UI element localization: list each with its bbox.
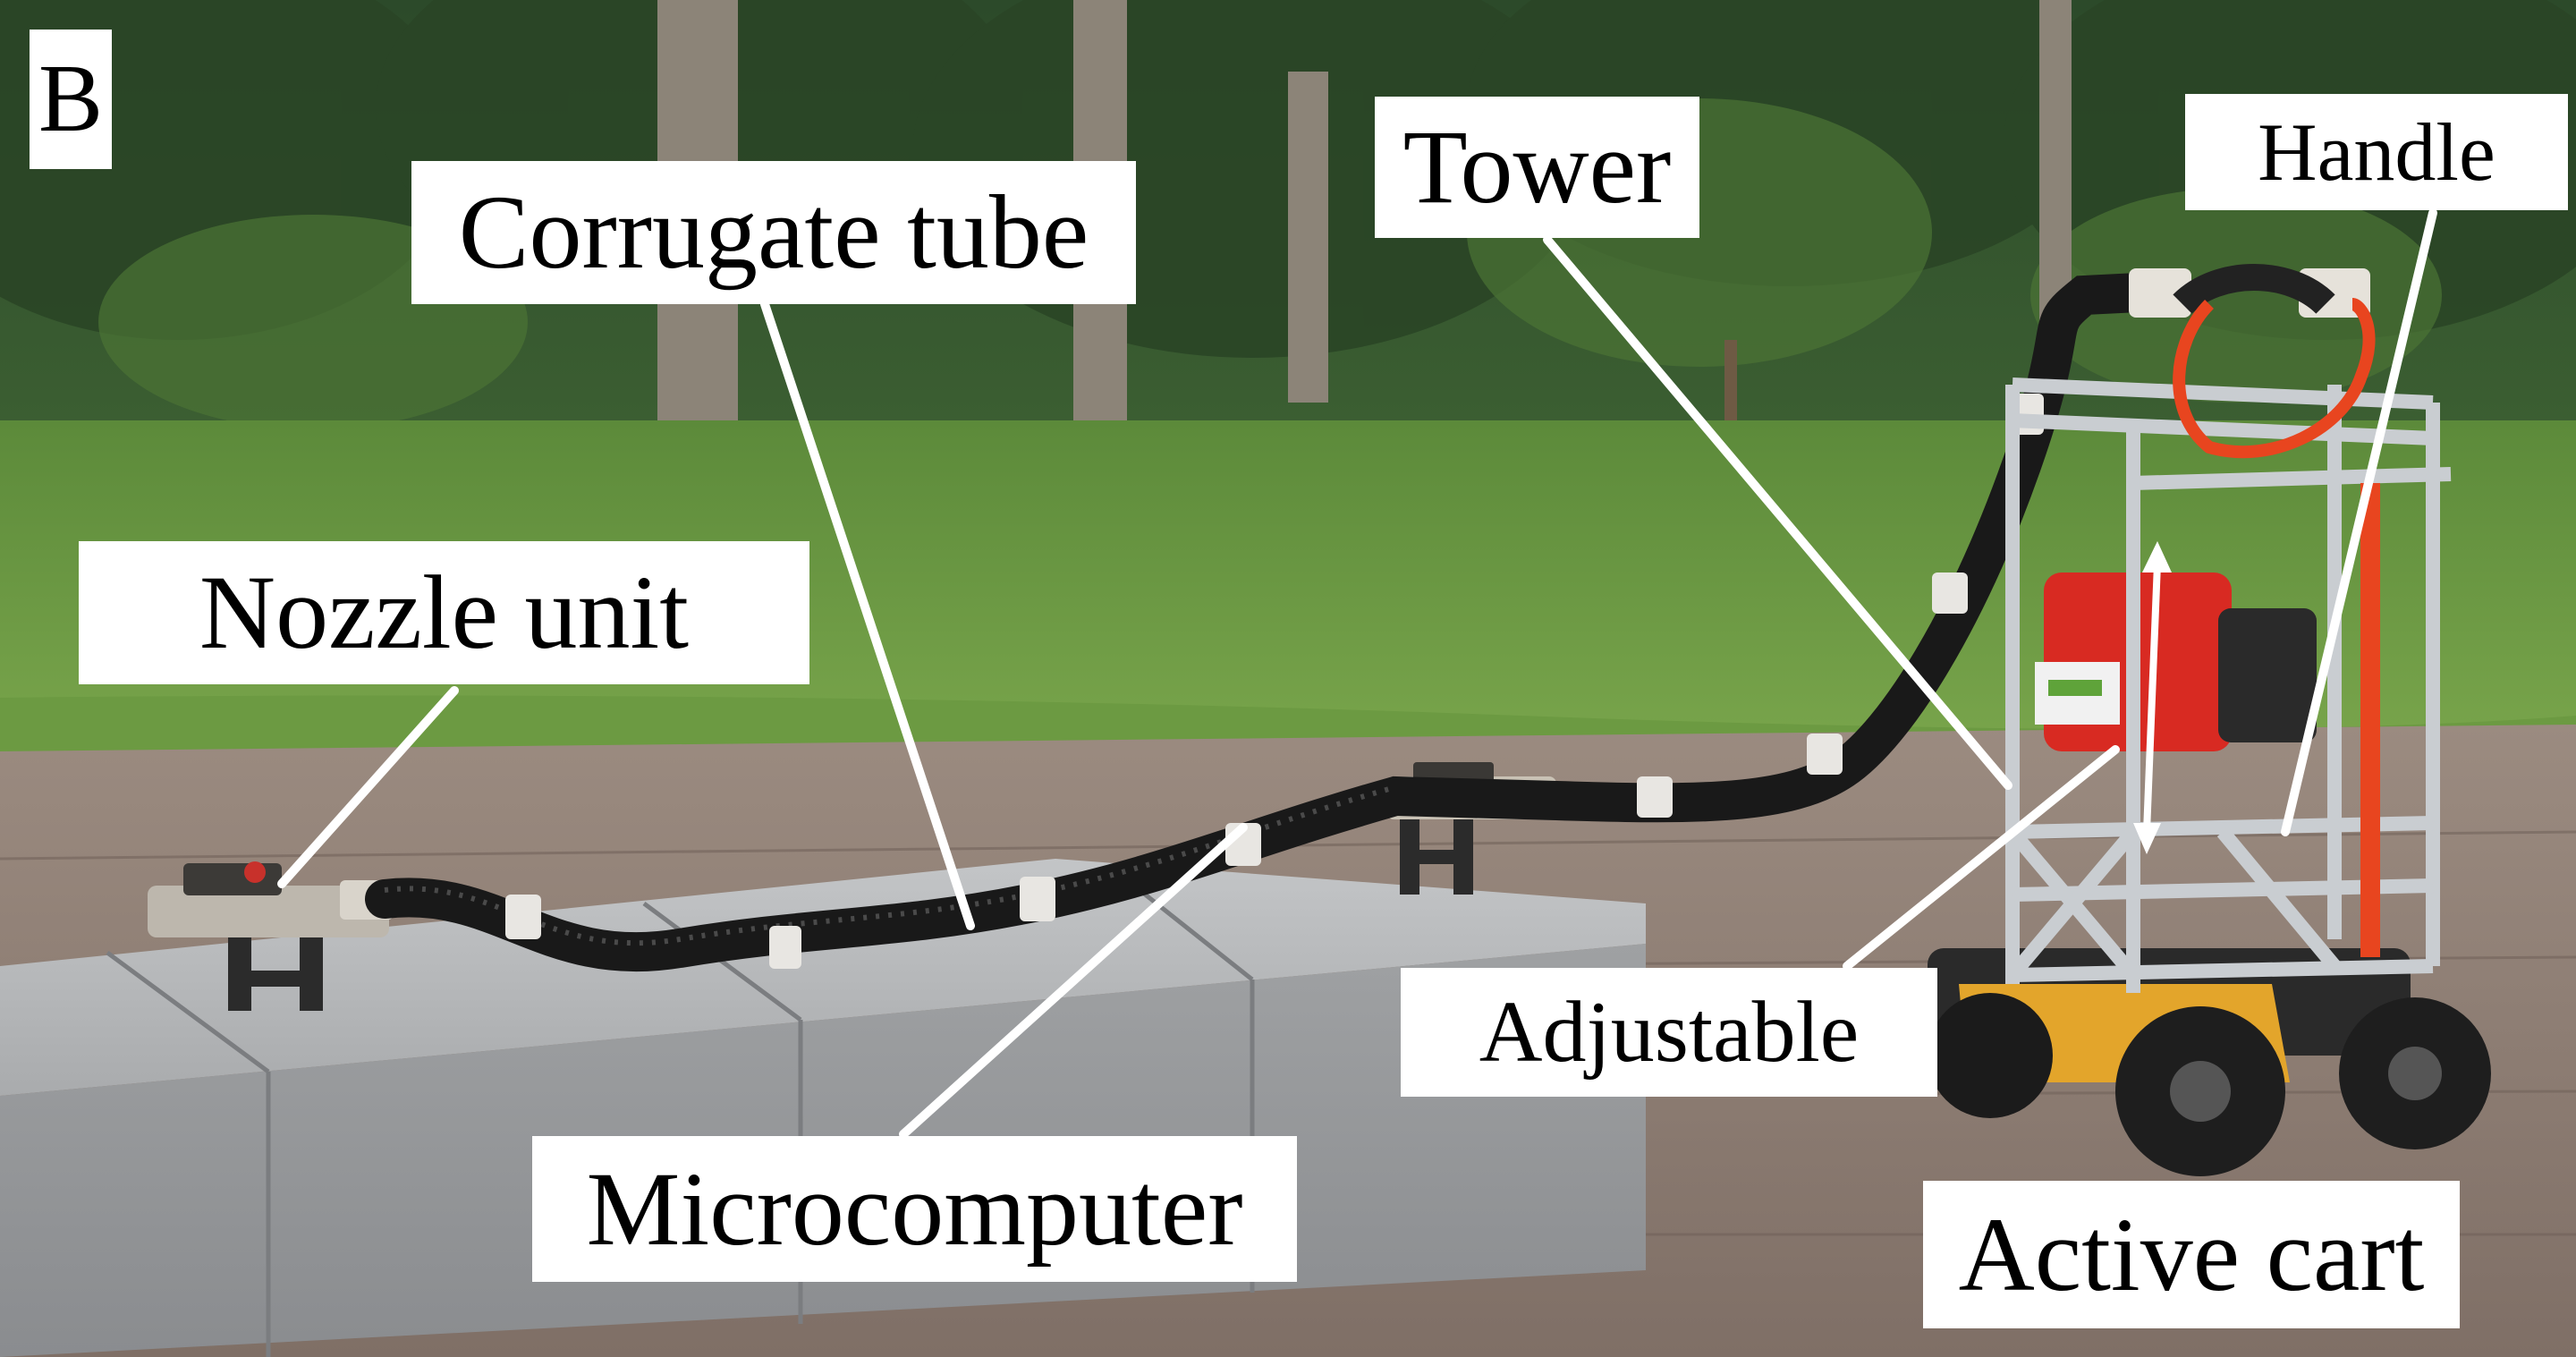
adjustable-arrow [2133, 541, 2172, 854]
leader-handle [2281, 208, 2437, 836]
label-nozzle-unit: Nozzle unit [79, 541, 809, 684]
leader-nozzle-unit [277, 686, 459, 888]
leader-microcomputer [899, 823, 1248, 1139]
leader-lines [277, 208, 2437, 1139]
nozzle-stand [228, 930, 323, 1011]
label-adjustable: Adjustable [1401, 968, 1937, 1097]
label-active-cart: Active cart [1923, 1181, 2460, 1328]
corrugated-tube [365, 271, 2193, 972]
panel-letter: B [30, 30, 112, 169]
cart-wheel-rear-left [1928, 993, 2053, 1118]
label-tower: Tower [1375, 97, 1699, 238]
leader-corrugate-tube [760, 300, 975, 930]
microcomputer-stand [1400, 810, 1473, 895]
label-corrugate-tube: Corrugate tube [411, 161, 1136, 304]
leader-tower [1543, 235, 2012, 790]
leader-adjustable [1843, 745, 2120, 971]
bench-top [0, 859, 1646, 1096]
label-handle: Handle [2185, 94, 2568, 210]
tower-top-hardware [2129, 264, 2380, 957]
nozzle-unit [148, 861, 394, 937]
label-microcomputer: Microcomputer [532, 1136, 1297, 1282]
